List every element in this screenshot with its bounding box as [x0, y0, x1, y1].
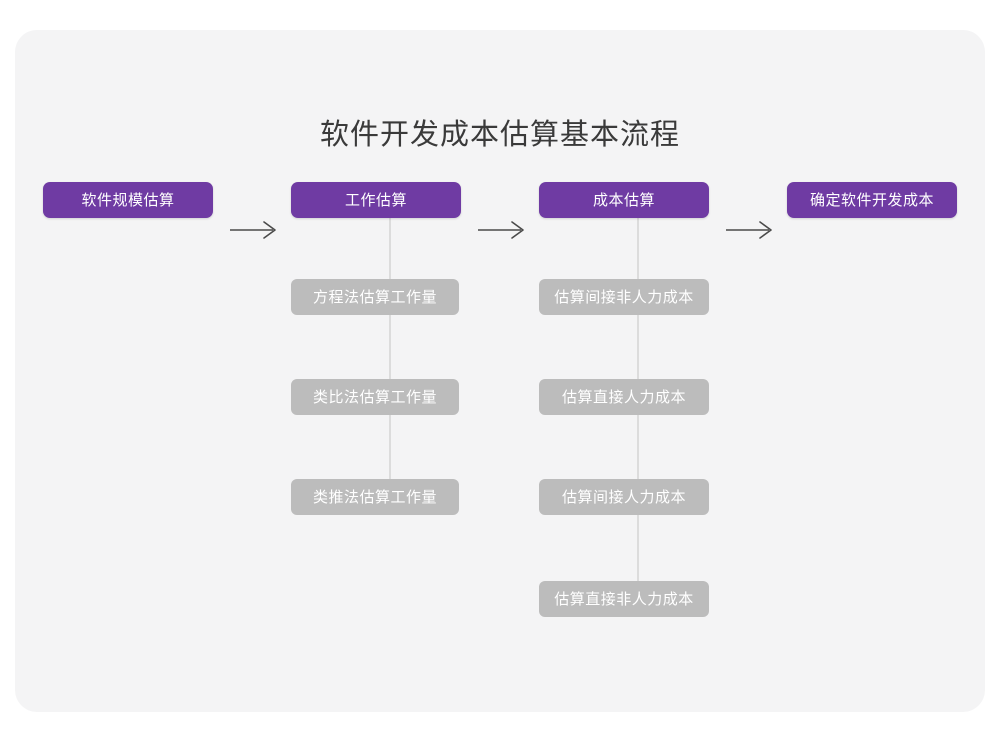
stage-node-label: 软件规模估算 [81, 191, 175, 209]
substage-node-inference-method-effort[interactable]: 类推法估算工作量 [291, 479, 459, 515]
substage-node-label: 类比法估算工作量 [312, 388, 437, 406]
connector-stage-3-segment-4 [637, 515, 639, 597]
substage-node-label: 估算间接人力成本 [561, 488, 686, 506]
connector-stage-3-segment-3 [637, 415, 639, 497]
substage-node-label: 估算间接非人力成本 [554, 288, 694, 306]
stage-node-cost-estimation[interactable]: 成本估算 [539, 182, 709, 218]
substage-node-direct-labor-cost[interactable]: 估算直接人力成本 [539, 379, 709, 415]
substage-node-indirect-labor-cost[interactable]: 估算间接人力成本 [539, 479, 709, 515]
stage-node-label: 工作估算 [344, 191, 407, 209]
connector-stage-2-trunk [389, 218, 391, 438]
right-arrow-icon-2 [475, 216, 531, 244]
page-title: 软件开发成本估算基本流程 [319, 119, 680, 152]
substage-node-label: 估算直接人力成本 [561, 388, 686, 406]
substage-node-label: 类推法估算工作量 [312, 488, 437, 506]
stage-node-label: 确定软件开发成本 [809, 191, 934, 209]
stage-node-effort-estimation[interactable]: 工作估算 [291, 182, 461, 218]
right-arrow-icon-1 [227, 216, 283, 244]
substage-node-equation-method-effort[interactable]: 方程法估算工作量 [291, 279, 459, 315]
connector-stage-3-trunk [637, 218, 639, 438]
stage-node-determine-development-cost[interactable]: 确定软件开发成本 [787, 182, 957, 218]
substage-node-label: 方程法估算工作量 [312, 288, 437, 306]
stage-node-label: 成本估算 [592, 191, 655, 209]
substage-node-label: 估算直接非人力成本 [554, 590, 694, 608]
stage-node-software-scale-estimation[interactable]: 软件规模估算 [43, 182, 213, 218]
substage-node-analogy-method-effort[interactable]: 类比法估算工作量 [291, 379, 459, 415]
substage-node-direct-nonlabor-cost[interactable]: 估算直接非人力成本 [539, 581, 709, 617]
connector-stage-2-segment-3 [389, 415, 391, 497]
substage-node-indirect-nonlabor-cost[interactable]: 估算间接非人力成本 [539, 279, 709, 315]
right-arrow-icon-3 [723, 216, 779, 244]
diagram-canvas: 软件开发成本估算基本流程 软件规模估算 工作估算 成本估算 确定软件开发成本 [15, 30, 985, 712]
